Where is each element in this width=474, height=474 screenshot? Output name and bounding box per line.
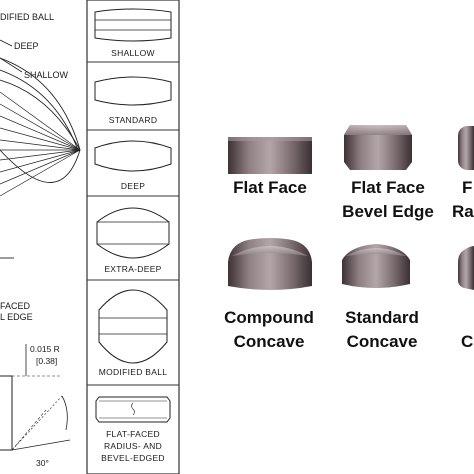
modified-ball-label: DIFIED BALL [0, 12, 54, 22]
deep-arc [0, 69, 79, 151]
bevel-edge-tablet [344, 125, 412, 170]
panel-shallow: SHALLOW [94, 8, 172, 58]
deep-profile [94, 140, 172, 172]
standard-concave-label-1: Standard [345, 308, 419, 327]
lower-arc [0, 149, 81, 183]
flat-faced-panel-label-2: RADIUS- AND [104, 441, 162, 451]
standard-panel-label: STANDARD [109, 115, 158, 125]
deep-label: DEEP [14, 41, 39, 51]
flat-faced-profile [95, 396, 171, 423]
panel-standard: STANDARD [94, 76, 172, 125]
angle-arc [61, 395, 68, 431]
flat-face-radius-label-1: F [462, 178, 472, 197]
leader-line [0, 57, 23, 73]
render-flat-face-bevel: Flat Face Bevel Edge [342, 125, 434, 221]
render-flat-face: Flat Face [228, 137, 312, 197]
standard-concave-tablet [342, 244, 410, 288]
flat-face-tablet [228, 137, 312, 174]
panel-deep: DEEP [94, 140, 172, 191]
standard-concave-label-2: Concave [347, 332, 418, 351]
render-flat-face-radius: F Ra [452, 126, 474, 221]
radius-edge-tablet [458, 126, 474, 170]
detail-outline [0, 375, 13, 451]
flat-faced-label-1: FACED [0, 301, 31, 311]
extra-deep-profile [96, 207, 170, 259]
radius-dimension-mm: [0.38] [36, 356, 57, 366]
modified-ball-panel-label: MODIFIED BALL [99, 367, 168, 377]
render-standard-concave: Standard Concave [342, 244, 419, 351]
partial-concave-tablet [458, 246, 474, 290]
panel-modified-ball: MODIFIED BALL [98, 289, 168, 377]
panel-flat-faced-beveled: FLAT-FACED RADIUS- AND BEVEL-EDGED [95, 396, 171, 463]
tablet-renders: Flat Face Flat Face Bevel Edge F Ra Comp… [224, 125, 474, 351]
flat-faced-panel-label-1: FLAT-FACED [106, 429, 160, 439]
shallow-label: SHALLOW [24, 70, 69, 80]
break-mark [131, 402, 135, 416]
panel-strip-border [86, 0, 180, 474]
shallow-panel-label: SHALLOW [111, 48, 155, 58]
compound-concave-label-1: Compound [224, 308, 314, 327]
extra-deep-panel-label: EXTRA-DEEP [104, 264, 161, 274]
flat-face-radius-label-2: Ra [452, 202, 474, 221]
partial-concave-label-2: C [461, 332, 473, 351]
inner-arc [0, 79, 81, 151]
profile-panels: SHALLOW STANDARD DEEP EXTRA-DEEP MODIFIE… [86, 0, 180, 474]
flat-face-label: Flat Face [233, 178, 307, 197]
radius-lines [0, 91, 81, 197]
radius-dimension: 0.015 R [30, 344, 60, 354]
compound-concave-label-2: Concave [234, 332, 305, 351]
flat-faced-label-2: L EDGE [0, 312, 33, 322]
shallow-arc [0, 57, 81, 151]
compound-concave-tablet [228, 238, 312, 290]
shallow-profile [94, 8, 172, 42]
panel-extra-deep: EXTRA-DEEP [96, 207, 170, 274]
flat-faced-panel-label-3: BEVEL-EDGED [101, 453, 165, 463]
angle-dimension: 30° [36, 458, 49, 468]
profile-drawing: DIFIED BALL DEEP SHALLOW FACED L EDGE 0.… [0, 12, 81, 468]
standard-profile [94, 76, 172, 106]
leader-line [0, 39, 13, 47]
deep-panel-label: DEEP [121, 181, 145, 191]
render-partial-concave: C [458, 246, 474, 351]
flat-face-bevel-label-2: Bevel Edge [342, 202, 434, 221]
modified-ball-profile [98, 289, 168, 364]
flat-face-bevel-label-1: Flat Face [351, 178, 425, 197]
render-compound-concave: Compound Concave [224, 238, 314, 351]
